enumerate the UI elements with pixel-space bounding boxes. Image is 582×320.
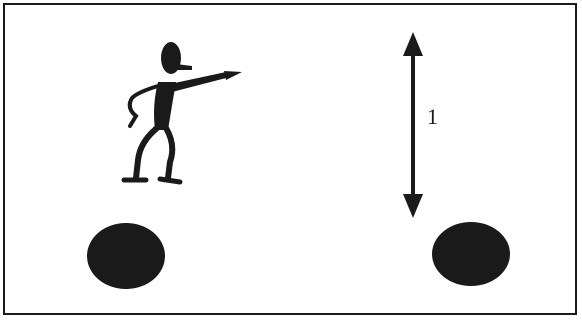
figure-pointing-hand: [224, 71, 242, 80]
figure-right-leg: [166, 128, 172, 178]
left-disc: [87, 223, 165, 289]
vertical-double-arrow: [403, 32, 423, 218]
figure-back-arm: [130, 86, 158, 126]
right-disc: [432, 222, 510, 286]
arrow-head-up: [403, 32, 423, 56]
distance-label: 1: [427, 104, 438, 129]
stick-figure-pointing: [124, 42, 242, 182]
figure-cap-brim: [176, 64, 192, 70]
figure-left-leg: [136, 128, 157, 178]
arrow-head-down: [403, 194, 423, 218]
figure-right-foot: [160, 179, 180, 182]
